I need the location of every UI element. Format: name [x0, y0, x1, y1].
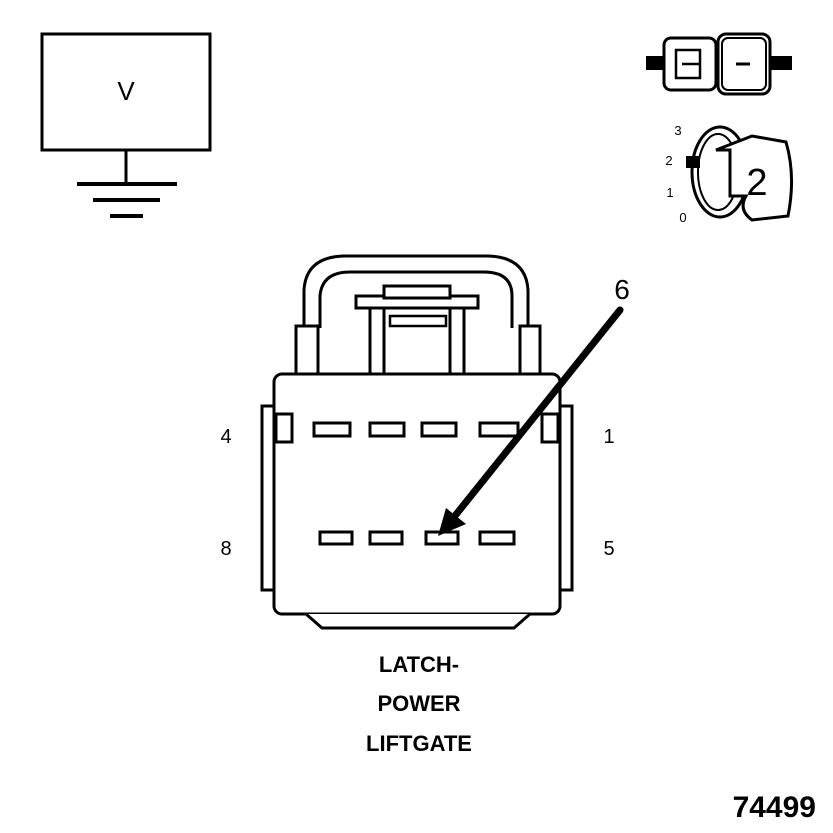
key-position-3: 3	[674, 123, 681, 138]
ground-icon	[77, 182, 177, 218]
connector-name-line-3: LIFTGATE	[366, 731, 472, 756]
voltmeter-icon	[40, 32, 212, 218]
pin-cavity-2	[420, 421, 458, 438]
key-position-2: 2	[665, 153, 672, 168]
pin-cavity-7	[368, 530, 404, 546]
connector-name-line-1: LATCH-	[379, 652, 459, 677]
pin-cavity-8	[318, 530, 354, 546]
pin-label-5: 5	[603, 538, 614, 560]
ignition-key-icon	[686, 125, 794, 222]
liftgate-latch-connector	[260, 254, 574, 630]
pin-label-8: 8	[220, 538, 231, 560]
pin-cavity-3	[368, 421, 406, 438]
connector-name-line-2: POWER	[377, 691, 460, 716]
key-selected-position: 2	[746, 162, 767, 204]
figure-number: 74499	[733, 791, 816, 824]
callout-arrow-icon	[438, 306, 624, 536]
voltmeter-label: V	[117, 76, 135, 106]
pin-label-1: 1	[603, 426, 614, 448]
pin-cavity-5	[478, 530, 516, 546]
pin-label-4: 4	[220, 426, 231, 448]
key-position-1: 1	[666, 185, 673, 200]
pin-cavity-4	[312, 421, 352, 438]
key-position-0: 0	[679, 210, 686, 225]
callout-pin-label: 6	[614, 274, 630, 305]
pin-cavity-1	[478, 421, 520, 438]
disconnected-connector-icon	[646, 32, 792, 96]
